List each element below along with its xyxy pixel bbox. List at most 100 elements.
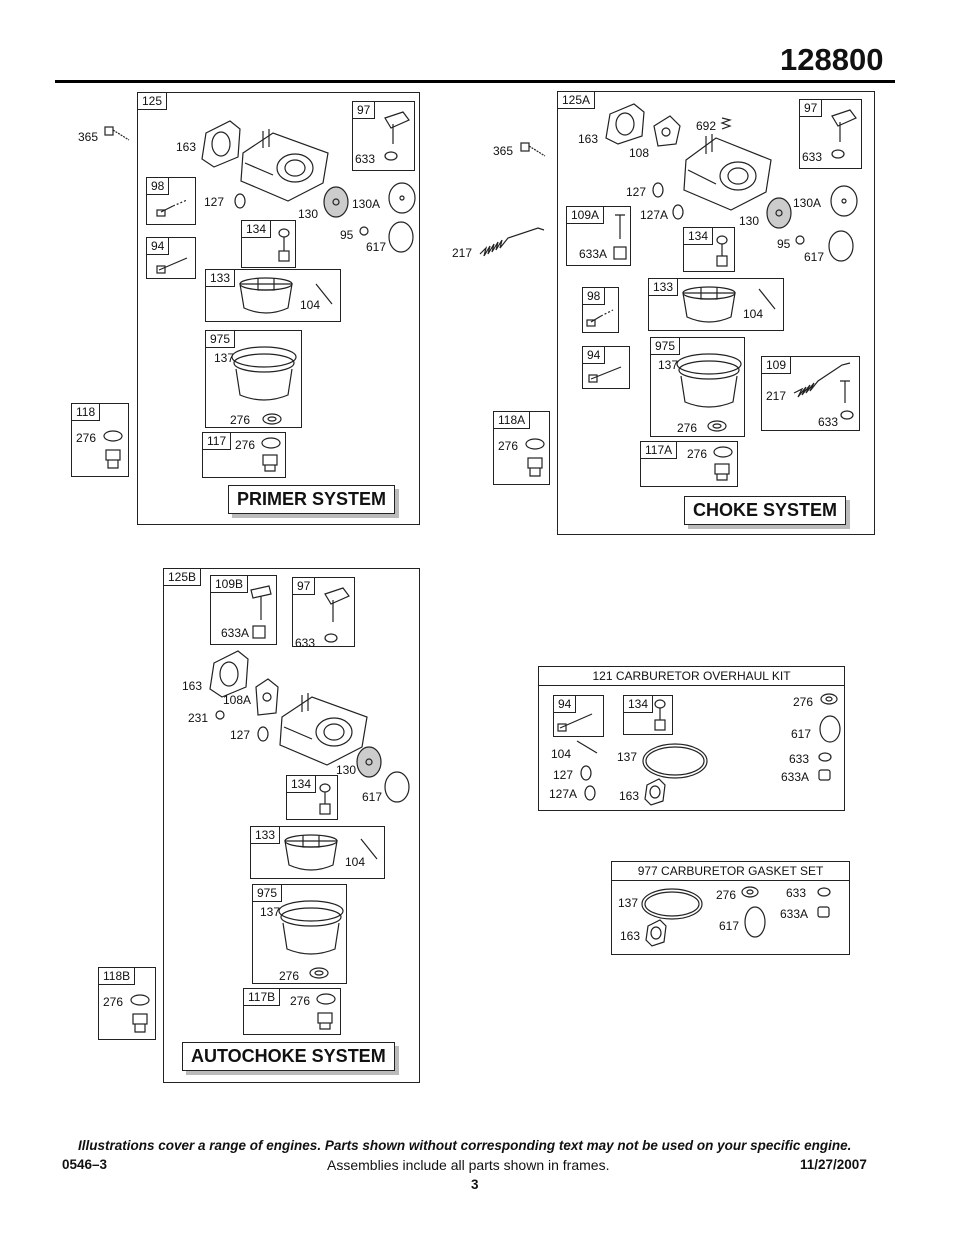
label-130: 130 [739, 214, 760, 228]
sub-134-id: 134 [241, 220, 272, 238]
diaphragm-130-icon [766, 197, 792, 229]
primer-sub-118: 118 276 [71, 403, 129, 477]
kit-sub-134: 134 [623, 695, 673, 735]
label-633: 633 [818, 415, 839, 429]
overhaul-kit-frame: 121 CARBURETOR OVERHAUL KIT 94 134 104 1… [538, 666, 845, 811]
gasket-163-icon [605, 103, 645, 145]
sub-118a-id: 118A [493, 411, 531, 429]
autochoke-assembly-id: 125B [163, 568, 202, 586]
label-365-choke: 365 [493, 144, 514, 158]
primer-sub-133: 133 104 [205, 269, 341, 322]
label-276a: 276 [677, 421, 698, 435]
screw-spring-98-icon [586, 309, 614, 327]
label-276: 276 [716, 888, 737, 902]
label-633a: 633A [221, 626, 250, 640]
label-163: 163 [176, 140, 197, 154]
oring-617-icon [828, 230, 854, 262]
nut-118a-icon [525, 438, 545, 477]
label-104: 104 [300, 298, 321, 312]
choke-system-title: CHOKE SYSTEM [684, 496, 847, 525]
bowl-nut-117-icon [261, 437, 281, 472]
label-617: 617 [362, 790, 383, 804]
choke-sub-134: 134 [683, 227, 735, 272]
label-692: 692 [696, 119, 717, 133]
diaphragm-130-icon [356, 746, 382, 778]
needle-94-icon [156, 257, 188, 274]
sub-117-id: 117 [202, 432, 232, 450]
label-633: 633 [786, 886, 807, 900]
autochoke-sub-133: 133 104 [250, 826, 385, 879]
choke-spring-109-icon [793, 362, 854, 420]
nut-118-icon [103, 430, 123, 469]
needle-94-icon [588, 366, 622, 383]
sub-118-id: 118 [71, 403, 101, 421]
label-365: 365 [78, 130, 99, 144]
autochoke-sub-118b: 118B 276 [98, 967, 156, 1040]
label-137: 137 [214, 351, 235, 365]
seal-127a-icon [584, 785, 596, 801]
autochoke-sub-109b: 109B 633A [210, 575, 277, 645]
label-130: 130 [298, 207, 319, 221]
choke-sub-975: 975 137 276 [650, 337, 745, 437]
seal-633a-icon [817, 906, 830, 918]
autochoke-sub-97: 97 633 [292, 577, 355, 650]
label-276a: 276 [279, 969, 300, 983]
sub-94-id: 94 [146, 237, 170, 255]
sub-98-id: 98 [146, 177, 170, 195]
label-276: 276 [793, 695, 814, 709]
pin-104-icon [315, 283, 333, 305]
primer-sub-97: 97 633 [352, 101, 415, 171]
sub-133-id: 133 [648, 278, 679, 296]
float-133-icon [239, 277, 293, 314]
label-137: 137 [617, 750, 638, 764]
label-127: 127 [204, 195, 225, 209]
spring-692-icon [720, 117, 733, 130]
washer-276-icon [820, 693, 838, 705]
seal-127-icon [580, 765, 592, 781]
bowl-nut-117b-icon [316, 993, 336, 1030]
label-104: 104 [743, 307, 764, 321]
kit-sub-134-id: 134 [623, 695, 654, 713]
gasket-set-title: 977 CARBURETOR GASKET SET [612, 862, 849, 881]
label-217: 217 [766, 389, 787, 403]
label-276b: 276 [687, 447, 708, 461]
cover-130a-icon [830, 185, 858, 217]
footer-page-number: 3 [471, 1177, 479, 1192]
plate-108a-icon [255, 678, 279, 716]
primer-bulb-icon [324, 587, 350, 643]
float-133-icon [284, 834, 338, 871]
label-127a: 127A [640, 208, 669, 222]
autochoke-sub-134: 134 [286, 775, 338, 820]
label-633: 633 [295, 636, 316, 650]
autochoke-sub-975: 975 137 276 [252, 884, 347, 984]
gasket-163-icon [644, 778, 666, 806]
bolt-365-icon [520, 142, 546, 157]
primer-system-title: PRIMER SYSTEM [228, 485, 396, 514]
float-bowl-975-icon [278, 900, 344, 979]
valve-134-icon [319, 783, 331, 815]
seal-633a-icon [818, 769, 831, 781]
primer-bulb-icon [831, 109, 857, 159]
header-rule [55, 80, 895, 83]
label-633a: 633A [579, 247, 608, 261]
cover-130a-icon [388, 182, 416, 214]
label-276b: 276 [235, 438, 256, 452]
seal-127-icon [257, 726, 269, 742]
governor-spring-217-icon [479, 227, 545, 257]
autochoke-system-title: AUTOCHOKE SYSTEM [182, 1042, 395, 1071]
screw-spring-98-icon [156, 199, 188, 217]
primer-assembly-id: 125 [137, 92, 168, 110]
oring-617-icon [819, 715, 841, 743]
label-163: 163 [620, 929, 641, 943]
label-633: 633 [802, 150, 823, 164]
label-130: 130 [336, 763, 357, 777]
sub-118b-id: 118B [98, 967, 136, 985]
sub-97-id: 97 [799, 99, 823, 117]
label-163: 163 [578, 132, 599, 146]
sub-133-id: 133 [250, 826, 281, 844]
float-133-icon [682, 286, 736, 323]
washer-276-icon [741, 886, 759, 898]
float-bowl-975-icon [231, 346, 297, 425]
sub-109-id: 109 [761, 356, 792, 374]
choke-sub-117a: 117A 276 [640, 441, 738, 487]
